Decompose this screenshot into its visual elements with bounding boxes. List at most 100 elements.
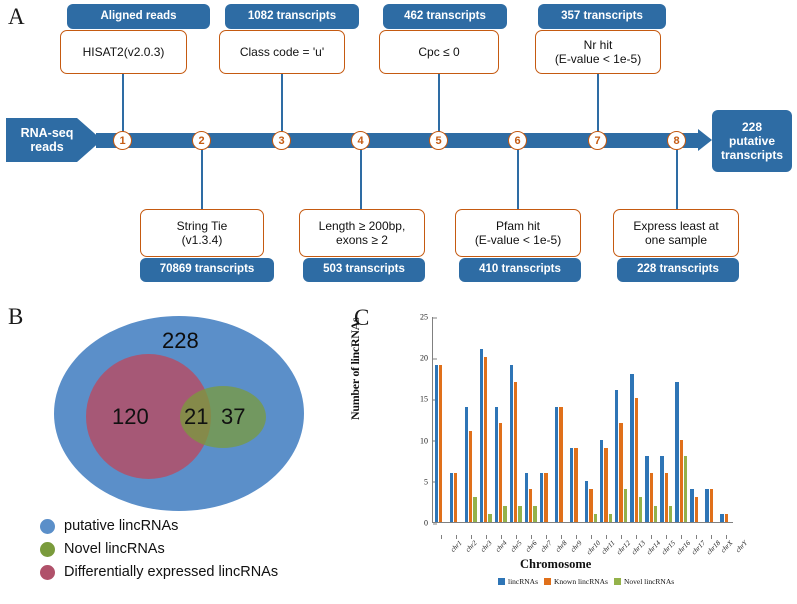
chart-x-tick-label-chr1: chr1 bbox=[448, 539, 464, 554]
count-box-5: 462 transcripts bbox=[383, 4, 507, 29]
chart-x-tick-mark bbox=[711, 535, 713, 539]
chart-bar-group bbox=[554, 316, 567, 522]
chart-bar-group bbox=[600, 316, 613, 522]
chart-bar bbox=[600, 439, 604, 522]
chart-x-tick-label-chr9: chr9 bbox=[568, 539, 584, 554]
final-result-box: 228 putative transcripts bbox=[712, 110, 792, 172]
chart-legend-label: Known lincRNAs bbox=[554, 577, 608, 586]
chart-legend-swatch-icon bbox=[498, 578, 505, 585]
connector-line-5 bbox=[438, 74, 441, 140]
count-box-1: Aligned reads bbox=[67, 4, 210, 29]
panel-b-venn: B 228 120 21 37 putative lincRNAs Novel … bbox=[0, 300, 360, 604]
method-box-2-line1: String Tie bbox=[176, 218, 228, 233]
method-box-2: String Tie (v1.3.4) bbox=[140, 209, 264, 257]
chart-bar bbox=[630, 373, 634, 522]
chart-y-tick-20: 20 bbox=[420, 354, 437, 363]
chart-x-tick-label-chr6: chr6 bbox=[523, 539, 539, 554]
chart-x-tick-mark bbox=[500, 535, 502, 539]
chart-y-tick-10: 10 bbox=[420, 436, 437, 445]
chart-bar bbox=[569, 447, 574, 522]
chart-x-tick-label-chr16: chr16 bbox=[675, 539, 693, 557]
pipeline-axis-bar bbox=[96, 133, 700, 148]
chart-legend-label: Novel lincRNAs bbox=[623, 577, 675, 586]
chart-bar bbox=[615, 390, 619, 522]
chart-y-axis-title: Number of lincRNAs bbox=[348, 317, 362, 420]
chart-x-tick-mark bbox=[681, 535, 683, 539]
chart-bar bbox=[503, 505, 507, 522]
panel-b-label: B bbox=[8, 304, 24, 329]
count-box-3: 1082 transcripts bbox=[225, 4, 359, 29]
chart-bar-group bbox=[720, 316, 733, 522]
legend-dot-putative-icon bbox=[40, 518, 55, 534]
chart-bar bbox=[709, 489, 714, 522]
chart-bar bbox=[453, 472, 458, 522]
chart-x-tick-label-chr4: chr4 bbox=[493, 539, 509, 554]
method-box-8-line1: Express least at bbox=[633, 218, 719, 233]
connector-line-8 bbox=[676, 148, 679, 210]
start-node-line2: reads bbox=[30, 140, 64, 154]
method-box-8-line2: one sample bbox=[644, 233, 708, 247]
chart-legend-label: lincRNAs bbox=[508, 577, 538, 586]
chart-bar-group bbox=[434, 316, 447, 522]
pipeline-arrow-head bbox=[698, 129, 712, 151]
chart-x-tick-mark bbox=[726, 535, 728, 539]
chart-x-tick-mark bbox=[455, 535, 457, 539]
chart-bar bbox=[499, 423, 503, 522]
chart-bar bbox=[638, 497, 643, 522]
chart-y-tick-5: 5 bbox=[424, 477, 437, 486]
count-box-2: 70869 transcripts bbox=[140, 258, 274, 282]
method-box-6: Pfam hit (E-value < 1e-5) bbox=[455, 209, 581, 257]
chart-bar bbox=[434, 365, 438, 522]
method-box-1-line1: HISAT2(v2.0.3) bbox=[82, 44, 165, 59]
venn-legend-item-novel: Novel lincRNAs bbox=[40, 541, 360, 557]
connector-line-1 bbox=[122, 74, 125, 140]
chart-bar bbox=[473, 497, 477, 522]
chart-legend-swatch-icon bbox=[613, 578, 621, 585]
chart-bar bbox=[690, 489, 694, 522]
venn-count-red-only: 120 bbox=[112, 404, 149, 429]
chart-bar bbox=[494, 406, 499, 522]
chart-bar bbox=[604, 447, 608, 522]
connector-line-4 bbox=[360, 148, 363, 210]
chart-bar-group bbox=[524, 316, 537, 522]
chart-legend-swatch-icon bbox=[544, 578, 551, 585]
chart-x-tick-label-chr11: chr11 bbox=[599, 539, 617, 556]
venn-count-total: 228 bbox=[162, 328, 199, 353]
chart-bar bbox=[484, 357, 488, 522]
start-node-rna-seq-reads: RNA-seq reads bbox=[6, 118, 102, 162]
chart-x-tick-mark bbox=[591, 535, 593, 539]
step-circle-4: 4 bbox=[351, 131, 370, 150]
chart-bar bbox=[608, 513, 613, 522]
method-box-5-line1: Cpc ≤ 0 bbox=[418, 44, 460, 59]
chart-bar-group bbox=[509, 316, 522, 522]
chart-bar bbox=[524, 472, 529, 522]
connector-line-7 bbox=[597, 74, 600, 140]
chart-x-tick-mark bbox=[515, 535, 517, 539]
chart-bar bbox=[645, 456, 649, 522]
chart-bar-group bbox=[705, 316, 718, 522]
chart-bar bbox=[464, 406, 468, 522]
chart-bar bbox=[488, 513, 492, 522]
venn-legend-item-putative: putative lincRNAs bbox=[40, 518, 360, 534]
chart-x-tick-label-chr15: chr15 bbox=[660, 539, 678, 557]
count-box-7: 357 transcripts bbox=[538, 4, 666, 29]
chart-legend-item-known-lincrnas: Known lincRNAs bbox=[544, 577, 608, 586]
chart-bar-group bbox=[569, 316, 582, 522]
venn-legend-label-novel: Novel lincRNAs bbox=[64, 541, 165, 557]
chart-x-tick-mark bbox=[545, 535, 547, 539]
step-circle-2: 2 bbox=[192, 131, 211, 150]
chart-bar bbox=[724, 513, 729, 522]
venn-count-green-only: 37 bbox=[221, 404, 246, 429]
chart-bar-group bbox=[615, 316, 628, 522]
chart-x-tick-label-chrX: chrX bbox=[719, 539, 735, 555]
chart-x-tick-mark bbox=[666, 535, 668, 539]
count-box-4: 503 transcripts bbox=[303, 258, 425, 282]
chart-x-tick-label-chr7: chr7 bbox=[538, 539, 554, 554]
chart-bar bbox=[479, 348, 483, 522]
method-box-4-line2: exons ≥ 2 bbox=[336, 233, 388, 247]
step-circle-5: 5 bbox=[429, 131, 448, 150]
chart-bar-group bbox=[539, 316, 552, 522]
chart-bar bbox=[533, 505, 537, 522]
chart-bar bbox=[529, 489, 533, 522]
method-box-3-line1: Class code = 'u' bbox=[239, 44, 325, 59]
